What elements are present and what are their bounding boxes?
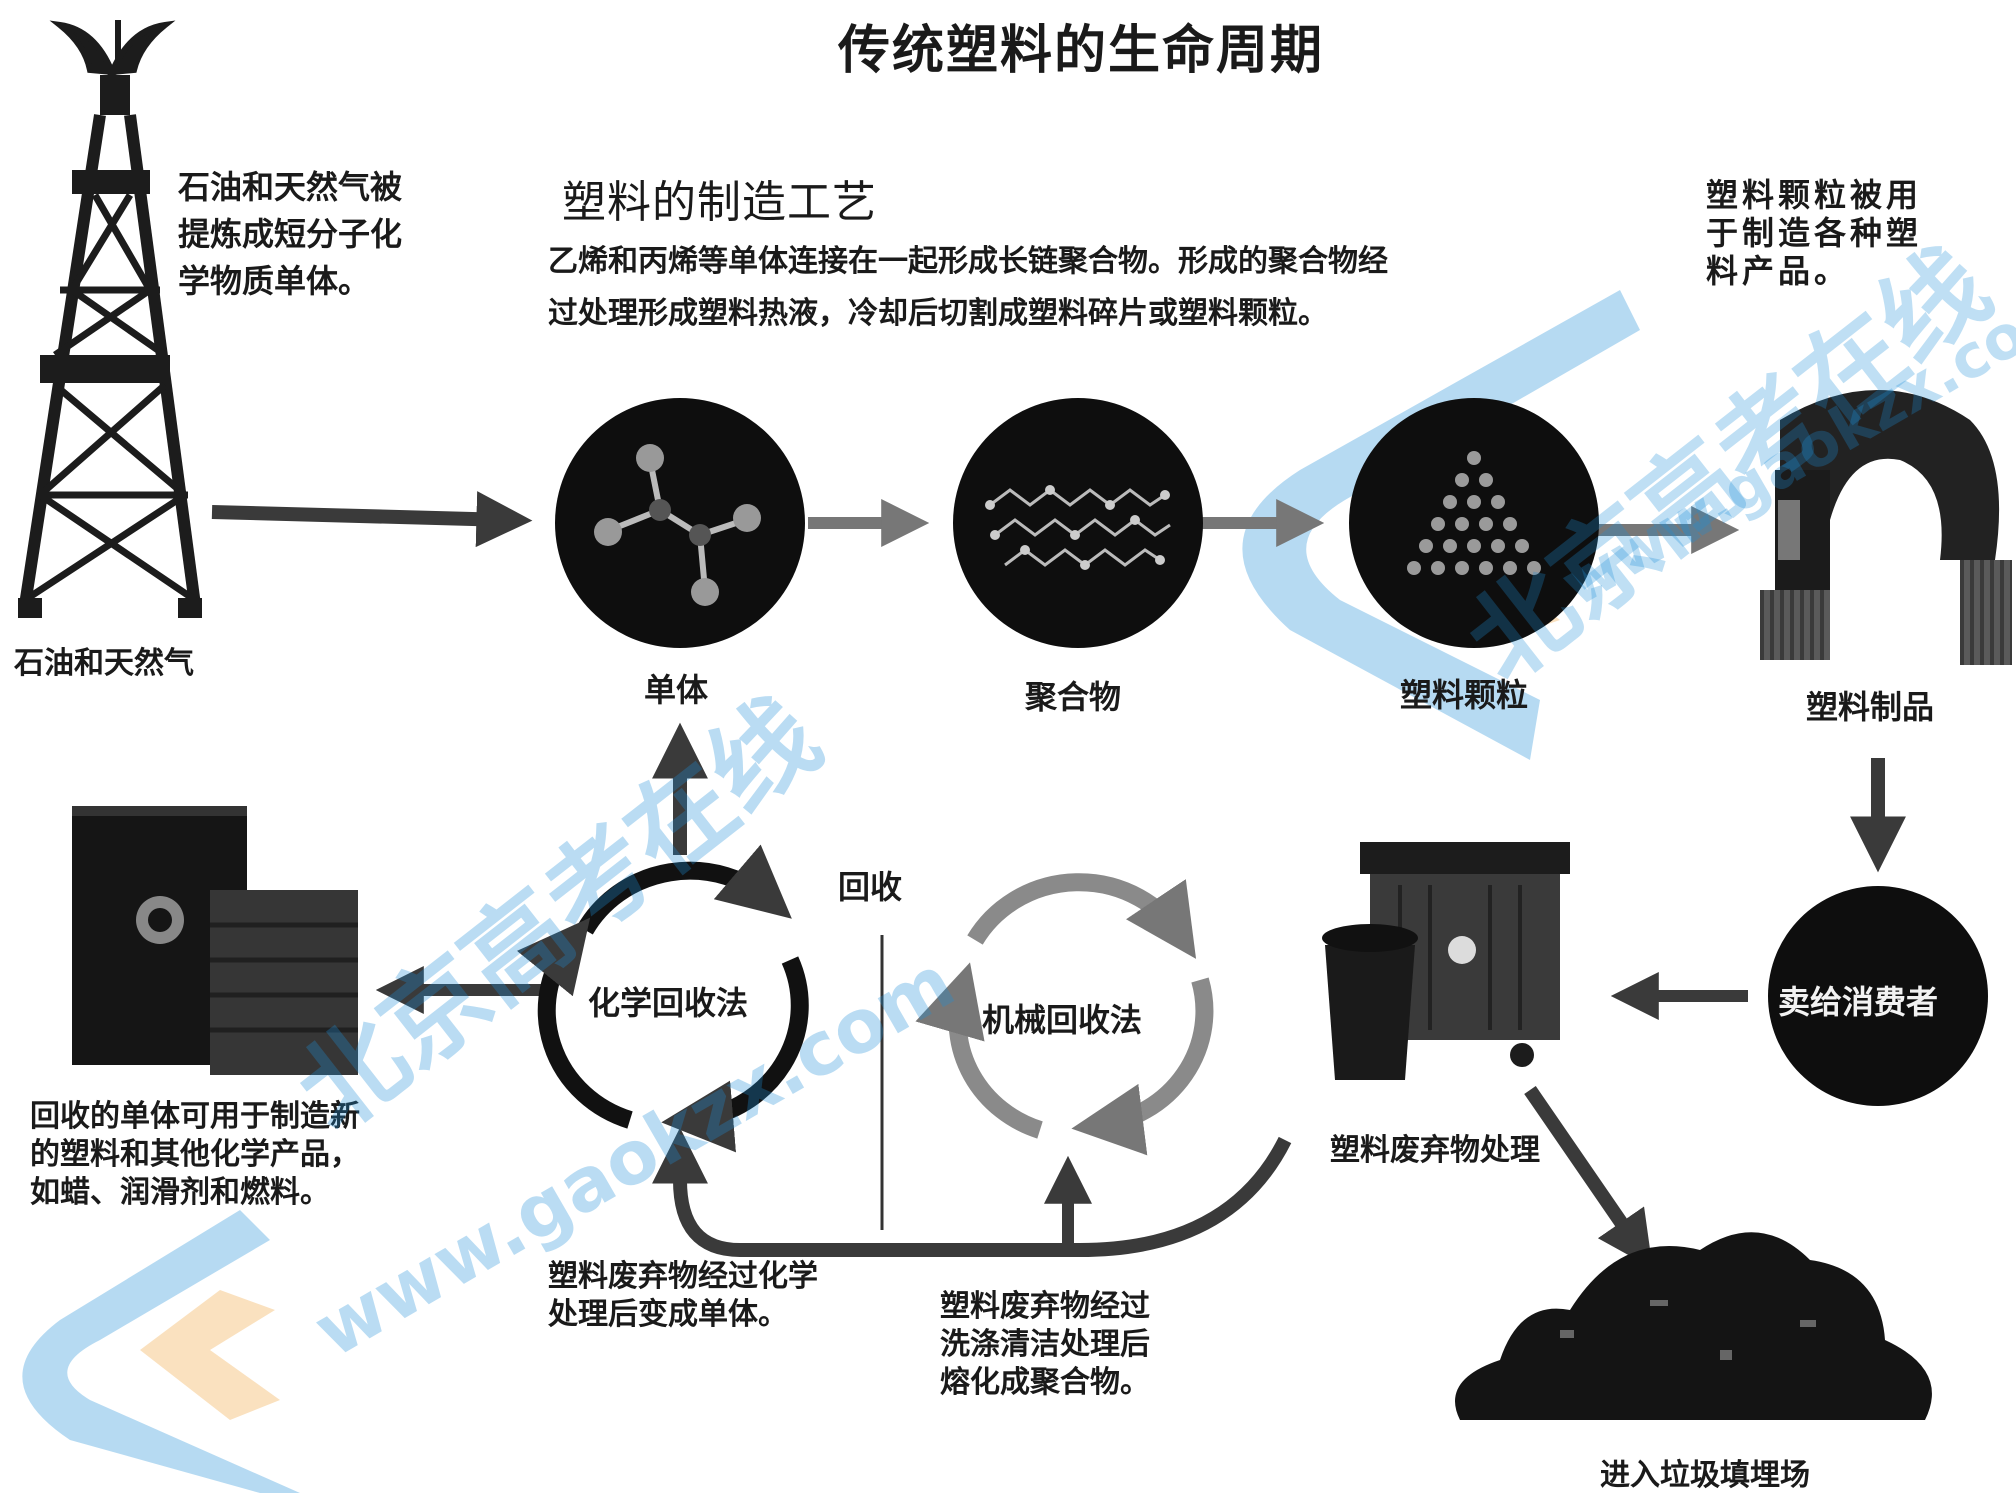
arrow-waste-to-landfill <box>1524 1086 1653 1269</box>
mechanical-note-line: 熔化成聚合物。 <box>940 1365 1150 1400</box>
pellet-dot <box>1467 451 1481 465</box>
chemical-note-line: 处理后变成单体。 <box>548 1297 788 1332</box>
node-label-polymer: 聚合物 <box>1025 678 1122 716</box>
pellet-dot <box>1419 539 1433 553</box>
page-title: 传统塑料的生命周期 <box>838 21 1325 81</box>
oil-derrick-icon <box>18 20 202 618</box>
oil-note: 石油和天然气被 提炼成短分子化 学物质单体。 <box>178 164 402 305</box>
node-label-pellets: 塑料颗粒 <box>1400 676 1529 714</box>
oil-label: 石油和天然气 <box>14 646 194 681</box>
process-description-line: 过处理形成塑料热液，冷却后切割成塑料碎片或塑料颗粒。 <box>548 296 1328 331</box>
process-description: 乙烯和丙烯等单体连接在一起形成长链聚合物。形成的聚合物经 过处理形成塑料热液，冷… <box>548 236 1388 340</box>
pellet-dot <box>1491 539 1505 553</box>
oil-note-line: 提炼成短分子化 <box>178 215 403 253</box>
process-description-line: 乙烯和丙烯等单体连接在一起形成长链聚合物。形成的聚合物经 <box>548 244 1388 279</box>
barrels-note-line: 如蜡、润滑剂和燃料。 <box>30 1175 330 1210</box>
pellet-dot <box>1407 561 1421 575</box>
pellet-dot <box>1455 517 1469 531</box>
mechanical-recycling-label: 机械回收法 <box>982 1001 1143 1039</box>
node-label-consumer: 卖给消费者 <box>1778 983 1939 1021</box>
chemical-recycling-loop <box>516 844 809 1153</box>
plastic-products-icon <box>1760 390 2012 665</box>
node-label-monomer: 单体 <box>644 671 709 709</box>
landfill-label: 进入垃圾填埋场 <box>1600 1458 1810 1493</box>
polymer-circle <box>953 398 1203 648</box>
mechanical-note-line: 塑料废弃物经过 <box>940 1289 1150 1324</box>
node-label-products: 塑料制品 <box>1806 688 1935 726</box>
mechanical-note-line: 洗涤清洁处理后 <box>940 1327 1150 1362</box>
consumer-circle <box>1768 886 1988 1106</box>
pellet-dot <box>1467 539 1481 553</box>
barrels-note: 回收的单体可用于制造新 的塑料和其他化学产品， 如蜡、润滑剂和燃料。 <box>30 1098 360 1212</box>
landfill-icon <box>1455 1232 1932 1420</box>
mechanical-recycling-note: 塑料废弃物经过 洗涤清洁处理后 熔化成聚合物。 <box>940 1288 1150 1402</box>
pellet-dot <box>1455 561 1469 575</box>
arrow-oil-to-monomer <box>211 491 533 548</box>
pellets-note-line: 料产品。 <box>1706 252 1851 290</box>
pellet-dot <box>1431 561 1445 575</box>
pellet-dot <box>1479 517 1493 531</box>
oil-barrels-icon <box>72 806 358 1075</box>
pellet-dot <box>1443 495 1457 509</box>
monomer-circle <box>555 398 805 648</box>
oil-note-line: 学物质单体。 <box>178 262 371 300</box>
pellets-note-line: 塑料颗粒被用 <box>1706 176 1923 214</box>
oil-note-line: 石油和天然气被 <box>178 168 403 206</box>
barrels-note-line: 回收的单体可用于制造新 <box>30 1099 360 1134</box>
pellets-circle <box>1349 398 1599 648</box>
pellets-note: 塑料颗粒被用 于制造各种塑 料产品。 <box>1706 176 1922 290</box>
chemical-recycling-label: 化学回收法 <box>588 984 749 1022</box>
recycle-label: 回收 <box>838 868 903 906</box>
pellets-note-line: 于制造各种塑 <box>1706 214 1923 252</box>
pellet-dot <box>1479 473 1493 487</box>
pellet-dot <box>1431 517 1445 531</box>
chemical-note-line: 塑料废弃物经过化学 <box>548 1259 818 1294</box>
pellet-dot <box>1467 495 1481 509</box>
mechanical-recycling-loop <box>915 873 1214 1156</box>
chemical-recycling-note: 塑料废弃物经过化学 处理后变成单体。 <box>548 1258 818 1334</box>
waste-label: 塑料废弃物处理 <box>1330 1133 1540 1168</box>
pellet-dot <box>1503 561 1517 575</box>
recycle-return-flow <box>652 1127 1292 1257</box>
pellet-dot <box>1443 539 1457 553</box>
pellet-dot <box>1479 561 1493 575</box>
pellet-dot <box>1527 561 1541 575</box>
pellet-dot <box>1455 473 1469 487</box>
pellet-dot <box>1503 517 1517 531</box>
process-heading: 塑料的制造工艺 <box>562 177 877 228</box>
barrels-note-line: 的塑料和其他化学产品， <box>30 1137 360 1172</box>
pellet-dot <box>1515 539 1529 553</box>
pellet-dot <box>1491 495 1505 509</box>
trash-bins-icon <box>1322 842 1570 1080</box>
